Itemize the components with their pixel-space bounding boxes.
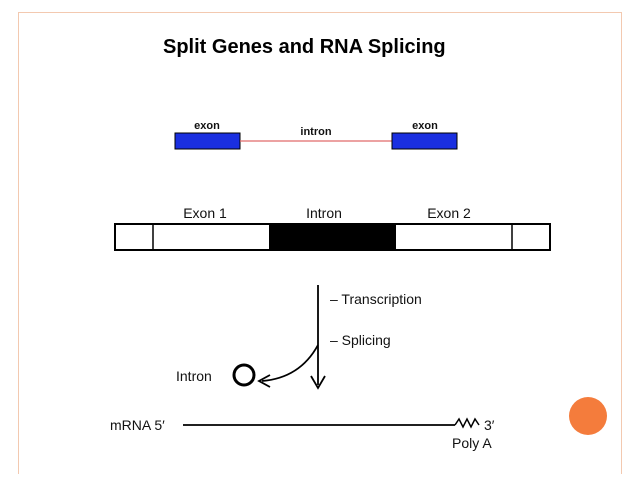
slide-frame — [18, 12, 622, 474]
decorative-orange-dot — [569, 397, 607, 435]
intron-lariat-circle — [232, 363, 256, 387]
exon-right-label: exon — [412, 120, 438, 132]
gene-intron-label: Intron — [306, 205, 342, 221]
three-prime-label: 3′ — [484, 417, 495, 433]
removed-intron: Intron — [176, 344, 319, 388]
intron-label: intron — [300, 126, 331, 138]
exon-left-label: exon — [194, 120, 220, 132]
mrna-strand: mRNA 5′ 3′ Poly A — [110, 417, 495, 451]
mrna-label: mRNA 5′ — [110, 417, 165, 433]
splicing-step: – Splicing — [330, 332, 391, 348]
slide-title: Split Genes and RNA Splicing — [163, 36, 446, 58]
slide-frame-top — [18, 12, 622, 13]
gene-bar: Exon 1 Intron Exon 2 — [114, 205, 551, 251]
exon-right-box — [391, 132, 458, 150]
simple-gene-schematic: exon intron exon — [174, 120, 458, 150]
transcription-step: – Transcription — [330, 291, 422, 307]
poly-a-label: Poly A — [452, 435, 492, 451]
down-arrow-head — [310, 375, 326, 390]
poly-a-tail — [454, 417, 480, 429]
intron-release-arrow — [261, 344, 319, 382]
exon-left-box — [174, 132, 241, 150]
intron-block — [269, 224, 396, 250]
process-arrow: – Transcription – Splicing — [310, 285, 422, 390]
removed-intron-label: Intron — [176, 368, 212, 384]
exon2-label: Exon 2 — [427, 205, 471, 221]
exon1-label: Exon 1 — [183, 205, 227, 221]
intron-release-arrowhead — [257, 374, 271, 388]
